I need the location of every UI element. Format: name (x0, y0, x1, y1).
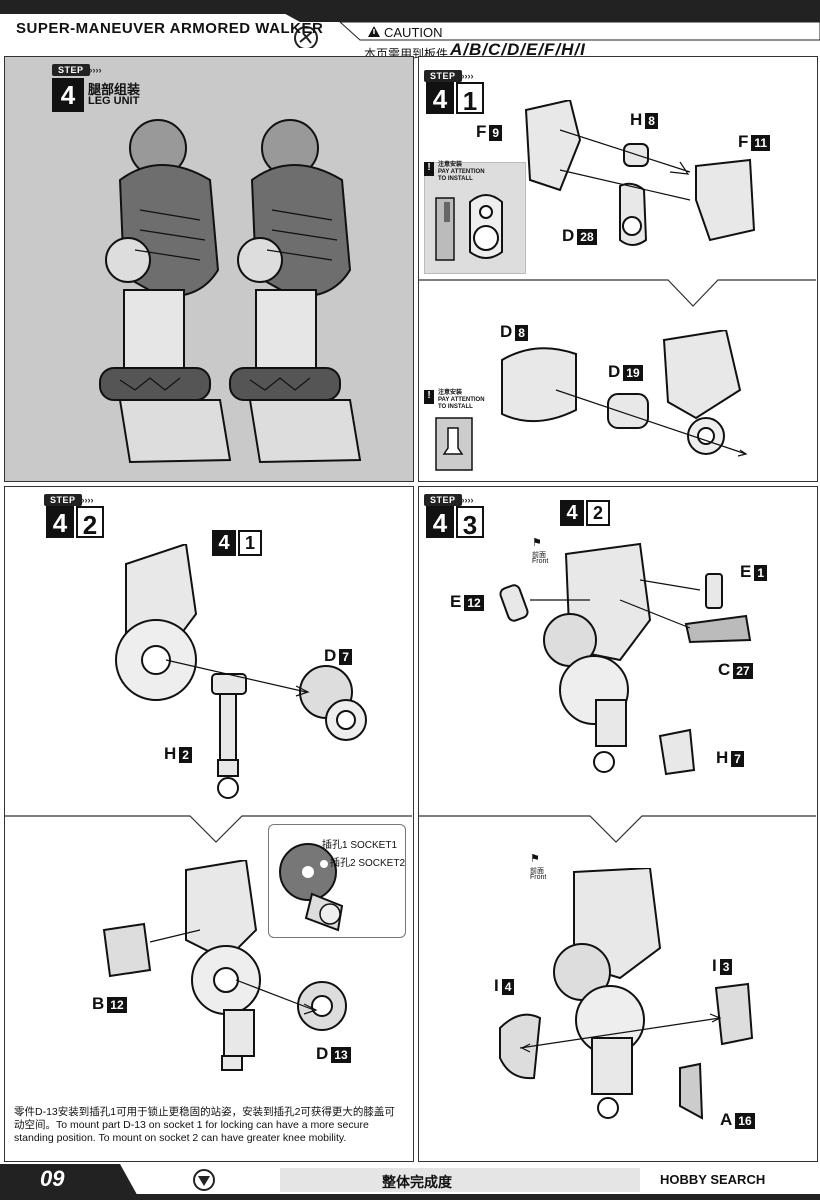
parts-list: A/B/C/D/E/F/H/I (450, 40, 586, 59)
ref-42-a: 4 (560, 500, 584, 526)
attn2-en1: PAY ATTENTION (438, 397, 485, 403)
front-label-en: Front (532, 558, 549, 565)
attention-diagram-2 (435, 417, 473, 471)
socket1-label: 插孔1 SOCKET1 (322, 840, 398, 851)
completion-label: 整体完成度 (382, 1174, 452, 1190)
step4-title-en: LEG UNIT (88, 95, 140, 107)
step43-num-b: 3 (456, 506, 484, 540)
step43-num-a: 4 (426, 506, 454, 538)
step4-tag: STEP›››› (52, 60, 102, 78)
step42-num-b: 2 (76, 506, 104, 540)
attention-icon: ! (424, 162, 434, 176)
step42-num-a: 4 (46, 506, 74, 538)
step42-divider (4, 815, 412, 843)
warning-icon (368, 26, 380, 37)
step41-top-illustration (524, 100, 756, 246)
attn-en2: TO INSTALL (438, 176, 473, 182)
socket2-label: 插孔2 SOCKET2 (330, 858, 406, 869)
step4-title-cn: 腿部组装 (88, 82, 141, 97)
front2-label-en: Front (530, 874, 547, 881)
socket-note: 零件D-13安装到插孔1可用于锁止更稳固的站姿，安装到插孔2可获得更大的膝盖可动… (14, 1106, 395, 1144)
front-arrow-icon-2: ⚑ (530, 853, 540, 865)
step43-bottom-illustration (499, 868, 754, 1120)
step41-bottom-illustration (501, 330, 748, 457)
attn-en1: PAY ATTENTION (438, 169, 485, 175)
socket-diagram (279, 843, 344, 932)
header-decoration (260, 0, 820, 48)
attention-icon-2: ! (424, 390, 434, 404)
front-label-cn: 前面 (532, 552, 546, 559)
step42-tag: STEP›››› (44, 490, 94, 508)
footer-bar (0, 1164, 820, 1200)
attn2-en2: TO INSTALL (438, 404, 473, 410)
caution-label: CAUTION (384, 25, 443, 40)
page-number: 09 (40, 1166, 65, 1191)
step43-tag: STEP›››› (424, 490, 474, 508)
ref-42-b: 2 (586, 500, 610, 526)
step41-num-b: 1 (456, 82, 484, 116)
leg-unit-illustration (99, 119, 362, 464)
attn2-cn: 注意安装 (438, 390, 463, 396)
step41-divider (418, 279, 816, 307)
step41-num-a: 4 (426, 82, 454, 114)
front-arrow-icon: ⚑ (532, 537, 542, 549)
step42-top-illustration (115, 544, 367, 799)
attn-cn: 注意安装 (438, 162, 463, 168)
brand-watermark: HOBBY SEARCH (660, 1172, 766, 1187)
step41-tag: STEP›››› (424, 66, 474, 84)
step43-top-illustration (499, 542, 752, 776)
page-title: SUPER-MANEUVER ARMORED WALKER (16, 20, 324, 37)
ref-41-a: 4 (212, 530, 236, 556)
ref-41-b: 1 (238, 530, 262, 556)
step42-bottom-illustration (102, 860, 347, 1071)
attention-diagram-1 (435, 194, 503, 261)
front2-label-cn: 前面 (530, 868, 544, 875)
step43-divider (418, 815, 816, 843)
step4-number: 4 (52, 78, 84, 112)
